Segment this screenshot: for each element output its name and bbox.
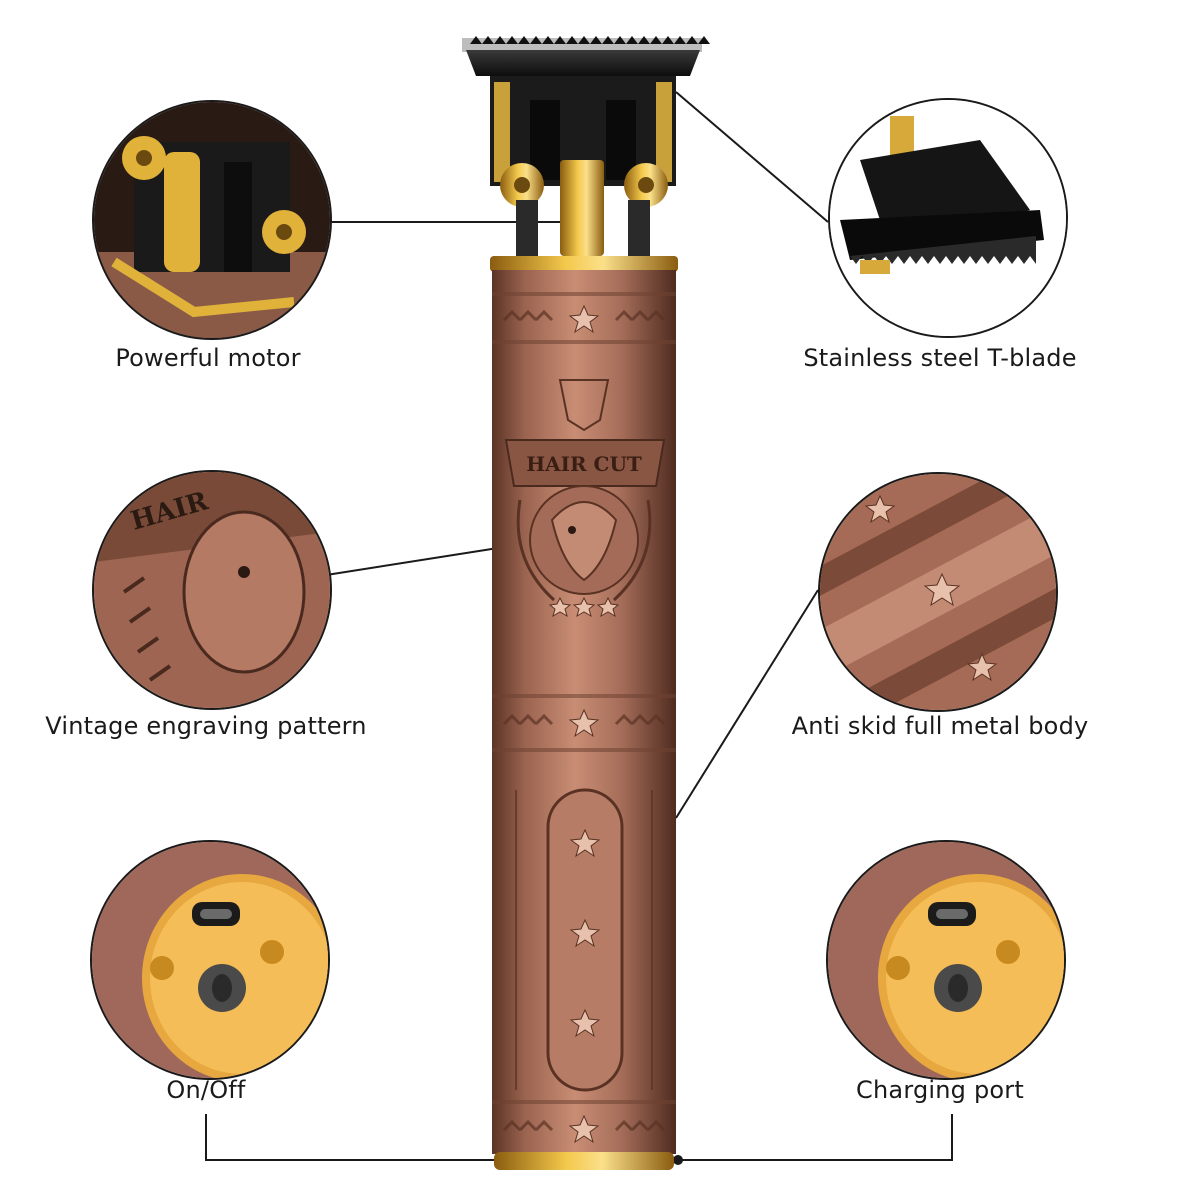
engraving-connector-line xyxy=(319,547,499,577)
charging-detail-circle xyxy=(826,840,1066,1080)
star-icon xyxy=(569,828,601,858)
gold-collar-top xyxy=(490,256,678,272)
star-icon xyxy=(568,1114,600,1144)
blade-connector-line xyxy=(675,91,829,223)
power-detail-circle xyxy=(90,840,330,1080)
motor-label: Powerful motor xyxy=(115,344,301,372)
star-icon xyxy=(864,494,896,524)
charging-connector-dot xyxy=(673,1155,683,1165)
body-detail-circle xyxy=(818,472,1058,712)
engraving-label: Vintage engraving pattern xyxy=(45,712,367,740)
charging-label: Charging port xyxy=(856,1076,1024,1104)
engraving-detail-circle: HAIR xyxy=(92,470,332,710)
body-label: Anti skid full metal body xyxy=(791,712,1089,740)
star-icon xyxy=(569,1008,601,1038)
blade-label: Stainless steel T-blade xyxy=(803,344,1077,372)
star-icon xyxy=(923,572,961,607)
star-icon xyxy=(569,918,601,948)
blade-detail-circle xyxy=(828,98,1068,338)
star-icon xyxy=(966,652,998,682)
power-label: On/Off xyxy=(166,1076,246,1104)
star-icon xyxy=(568,304,600,334)
star-icon xyxy=(568,708,600,738)
engraving-emblem xyxy=(504,379,666,618)
motor-detail-circle xyxy=(92,100,332,340)
body-connector-line xyxy=(675,589,819,819)
power-connector-line xyxy=(205,1114,500,1161)
charging-connector-line xyxy=(678,1114,953,1161)
engraving-text: HAIR CUT xyxy=(526,452,642,476)
t-blade-head xyxy=(462,36,710,260)
gold-base xyxy=(494,1152,674,1170)
